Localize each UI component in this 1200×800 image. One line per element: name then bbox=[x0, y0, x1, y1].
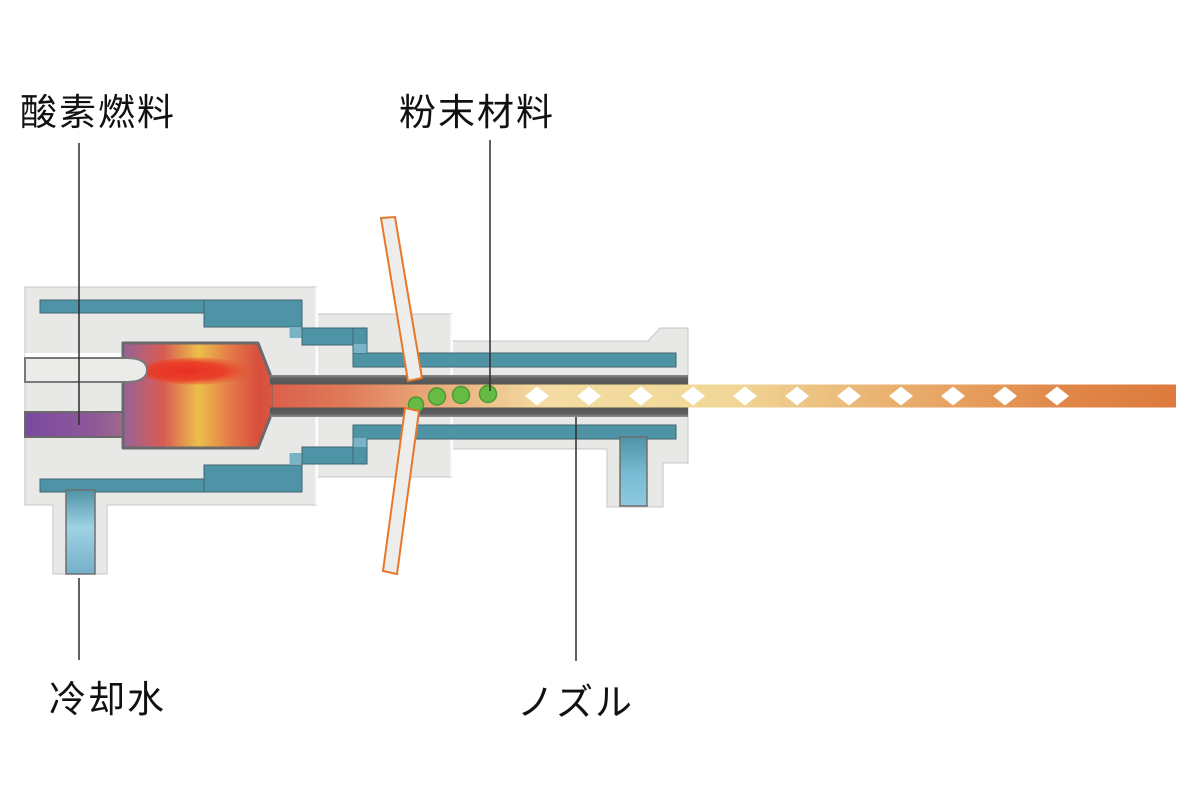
spray-diamonds bbox=[525, 386, 1069, 406]
powder-tube-upper bbox=[379, 215, 424, 383]
powder-material-label: 粉末材料 bbox=[399, 92, 555, 133]
cooling-water-label: 冷却水 bbox=[49, 679, 166, 720]
water-outlet-pipe bbox=[619, 436, 648, 507]
oxygen-fuel-label: 酸素燃料 bbox=[20, 92, 176, 133]
fuel-injector bbox=[24, 357, 149, 383]
oxygen-slot bbox=[25, 353, 123, 358]
water-inlet-pipe bbox=[65, 489, 96, 575]
leader-lines bbox=[78, 140, 577, 661]
nozzle-label: ノズル bbox=[517, 682, 634, 723]
powder-particles bbox=[427, 384, 498, 406]
flame bbox=[140, 357, 254, 385]
nozzle-wall-top bbox=[270, 375, 688, 385]
powder-tube-lower bbox=[381, 406, 421, 576]
oxygen-fuel-channel bbox=[24, 411, 124, 438]
nozzle-wall-bottom bbox=[270, 407, 688, 417]
channel-step-highlights bbox=[289, 327, 367, 464]
